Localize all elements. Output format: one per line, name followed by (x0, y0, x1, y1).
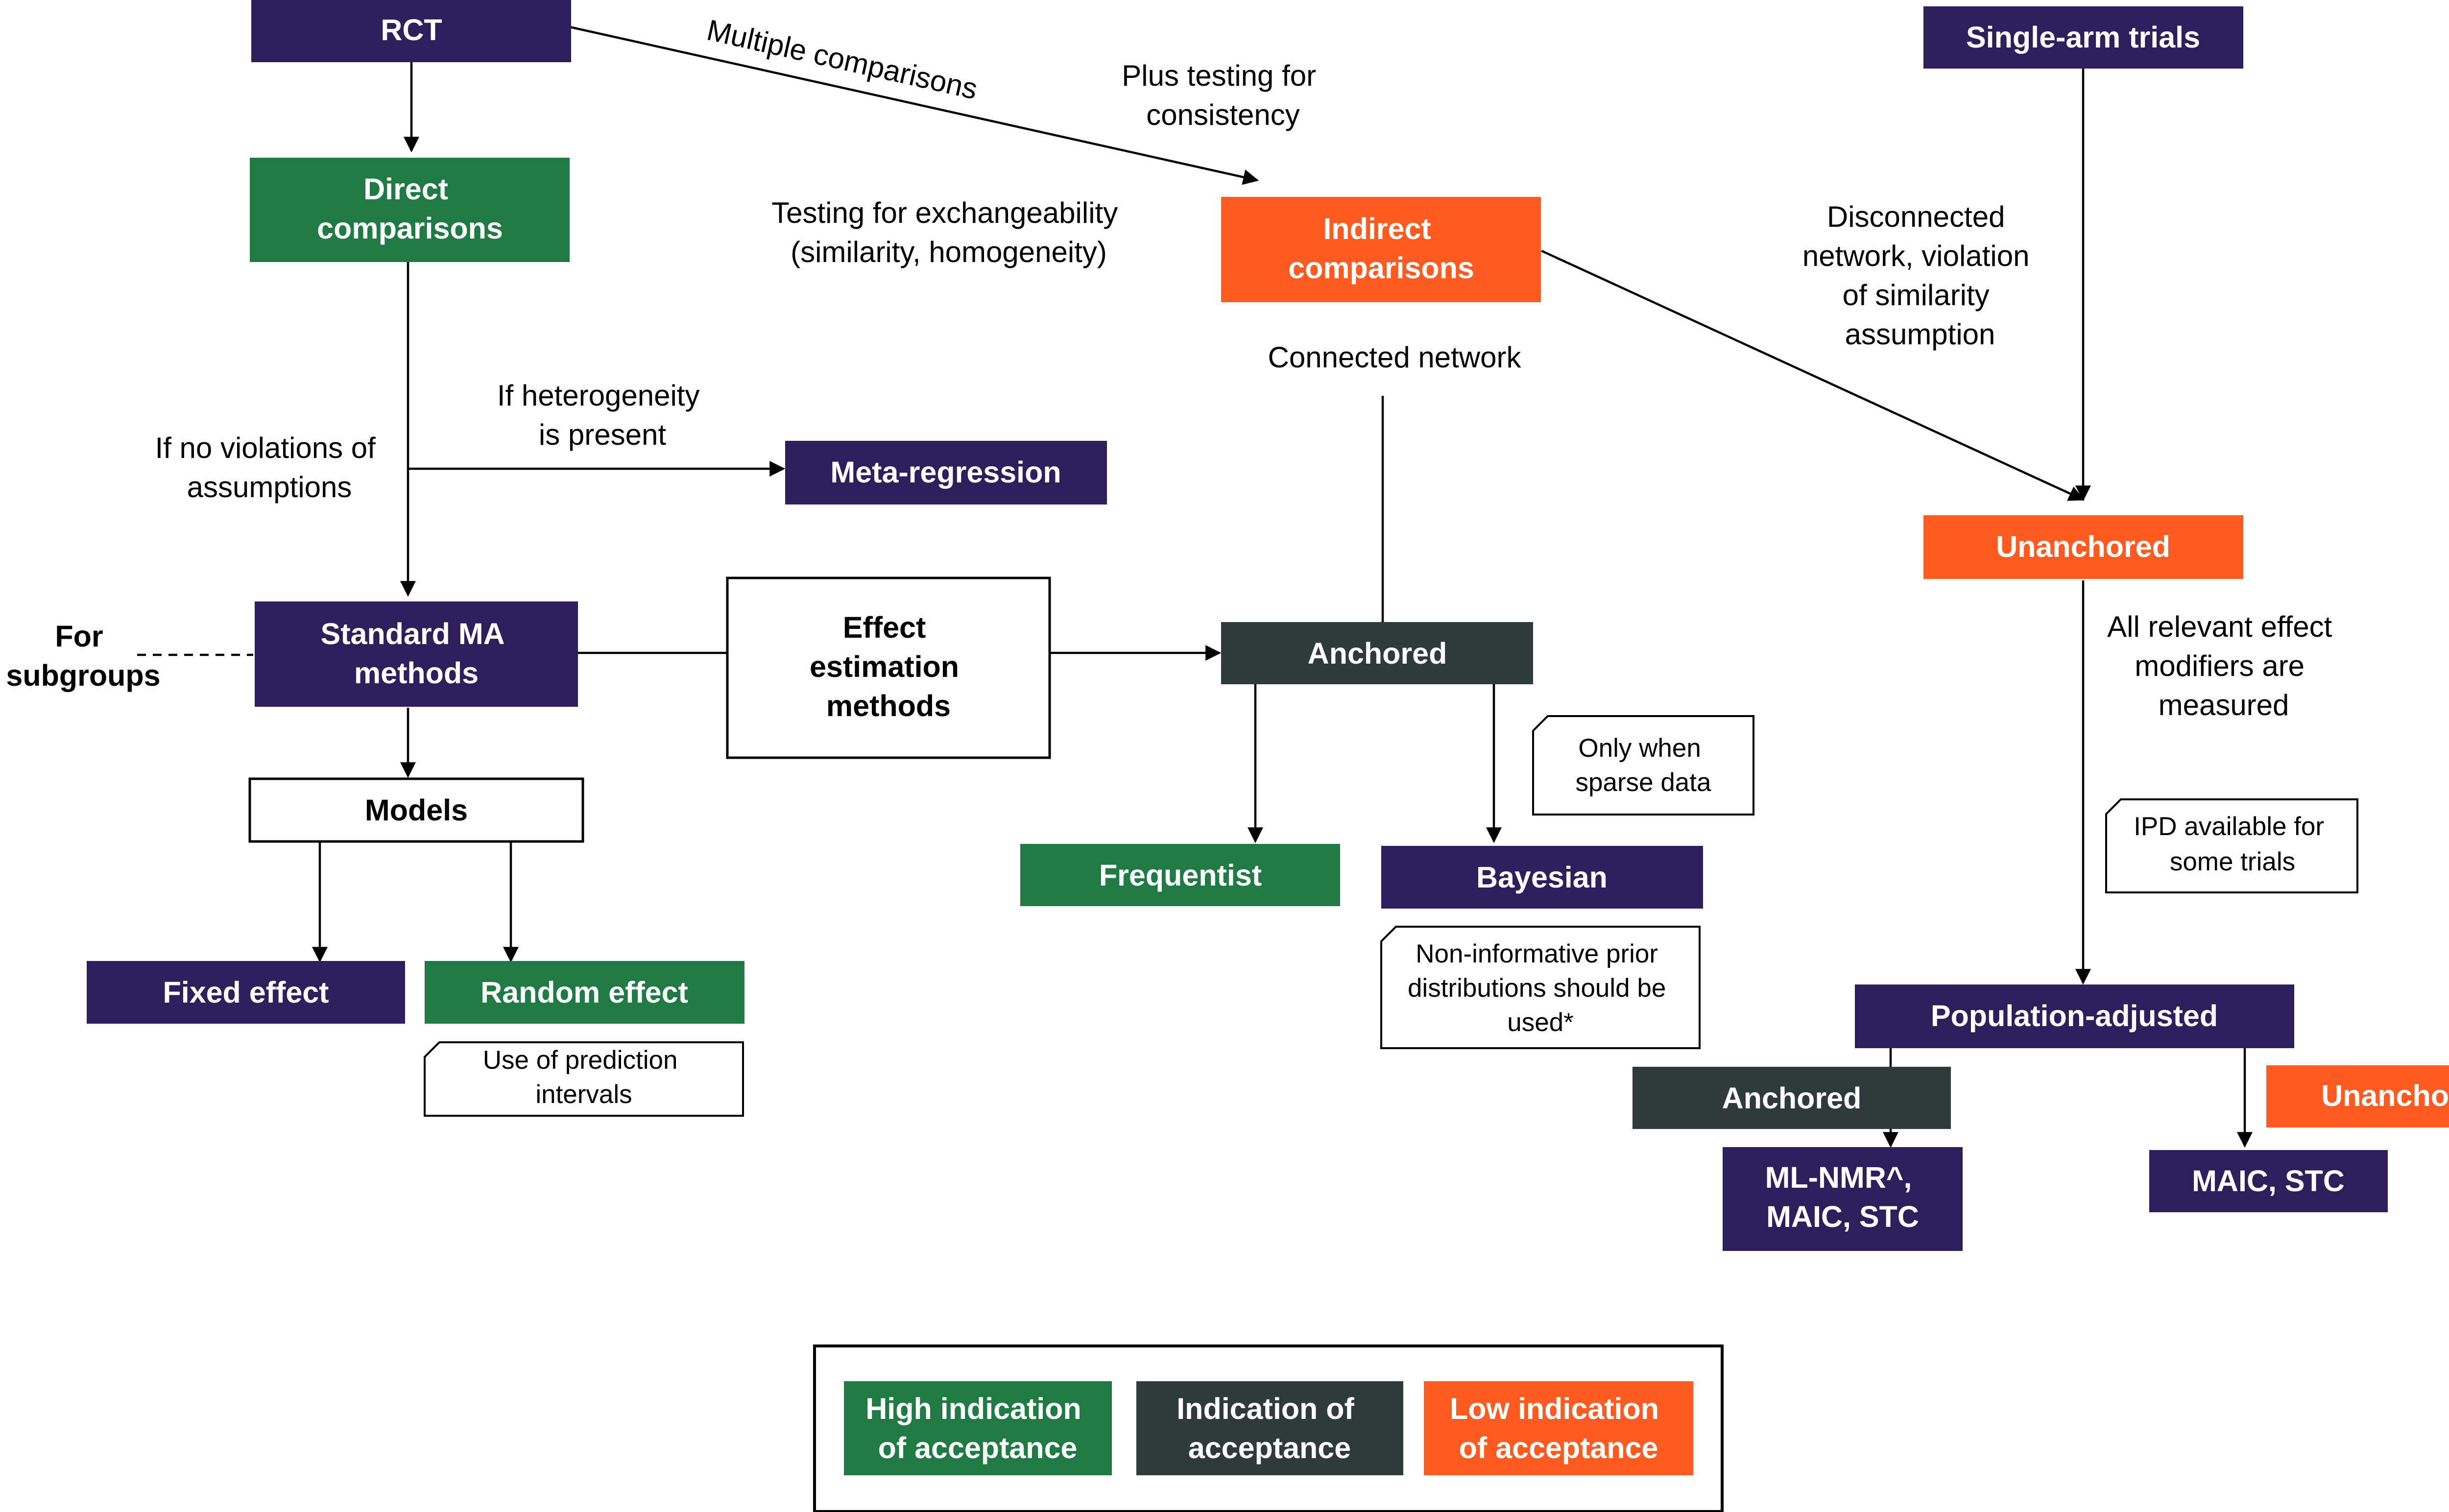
svg-text:Frequentist: Frequentist (1099, 859, 1262, 892)
label-disconnected-network: Disconnected network, violation of simil… (1802, 200, 2038, 351)
svg-text:Population-adjusted: Population-adjusted (1931, 999, 2218, 1032)
node-population-adjusted: Population-adjusted (1855, 984, 2294, 1048)
label-testing-exchangeability: Testing for exchangeability (similarity,… (771, 196, 1126, 268)
node-bayesian: Bayesian (1381, 846, 1703, 909)
edge-labels: Multiple comparisons Plus testing for co… (6, 13, 2340, 721)
label-for-subgroups: For subgroups (6, 620, 160, 692)
svg-text:MAIC, STC: MAIC, STC (2192, 1164, 2345, 1198)
label-connected-network: Connected network (1268, 341, 1522, 374)
note-ipd-available: IPD available for some trials (2105, 798, 2358, 893)
svg-text:Non-informative prior di: Non-informative prior distributions shou… (1408, 939, 1673, 1037)
edge-indirect-to-unanchored (1541, 249, 2085, 501)
node-unanchored-top: Unanchored (1923, 515, 2243, 579)
svg-text:Single-arm trials: Single-arm trials (1966, 21, 2200, 54)
legend-item-mid: Indication of acceptance (1136, 1381, 1403, 1475)
legend-item-high: High indication of acceptance (844, 1381, 1112, 1475)
svg-text:Only when sparse data: Only when sparse data (1576, 734, 1711, 797)
legend-item-low: Low indication of acceptance (1424, 1381, 1693, 1475)
node-anchored-small: Anchored (1633, 1067, 1951, 1129)
node-unanchored-small: Unanchored (2266, 1065, 2449, 1128)
svg-text:Random effect: Random effect (480, 976, 688, 1009)
node-maic-stc: MAIC, STC (2149, 1150, 2388, 1212)
node-anchored-mid: Anchored (1221, 622, 1533, 684)
label-all-relevant: All relevant effect modifiers are measur… (2107, 610, 2340, 721)
svg-text:Use of prediction interv: Use of prediction intervals (483, 1046, 685, 1109)
node-effect-estimation-methods: Effect estimation methods (726, 576, 1051, 759)
node-single-arm-trials: Single-arm trials (1923, 6, 2243, 69)
node-models: Models (248, 777, 584, 843)
svg-text:RCT: RCT (381, 13, 442, 47)
node-frequentist: Frequentist (1020, 844, 1340, 906)
edges (137, 25, 2253, 1148)
node-fixed-effect: Fixed effect (87, 961, 405, 1024)
svg-text:Fixed effect: Fixed effect (163, 976, 329, 1009)
svg-text:ML-NMR^, MAIC, STC: ML-NMR^, MAIC, STC (1765, 1161, 1921, 1233)
svg-text:Standard MA methods: Standard MA methods (321, 617, 512, 690)
label-multiple-comparisons: Multiple comparisons (704, 13, 981, 105)
svg-text:Unanchored: Unanchored (2321, 1079, 2449, 1112)
label-plus-testing: Plus testing for consistency (1122, 59, 1324, 131)
label-if-no-violations: If no violations of assumptions (155, 432, 384, 504)
node-direct-comparisons: Direct comparisons (250, 158, 570, 262)
svg-text:Effect estimation: Effect estimation methods (810, 611, 967, 722)
svg-text:Unanchored: Unanchored (1996, 530, 2170, 563)
svg-text:Bayesian: Bayesian (1476, 861, 1608, 894)
node-random-effect: Random effect (425, 961, 744, 1024)
svg-text:Anchored: Anchored (1722, 1081, 1862, 1115)
svg-text:Indication of acceptan: Indication of acceptance (1176, 1392, 1363, 1464)
node-standard-ma-methods: Standard MA methods (255, 601, 578, 707)
node-indirect-comparisons: Indirect comparisons (1221, 197, 1541, 302)
edge-rct-to-indirect (569, 25, 1259, 185)
svg-text:IPD available for some t: IPD available for some trials (2134, 812, 2331, 876)
svg-text:Models: Models (365, 793, 468, 827)
node-ml-nmr: ML-NMR^, MAIC, STC (1723, 1147, 1963, 1251)
note-non-informative-prior: Non-informative prior distributions shou… (1380, 926, 1701, 1049)
svg-text:High indication of acc: High indication of acceptance (865, 1392, 1089, 1464)
svg-text:Anchored: Anchored (1308, 637, 1447, 670)
note-only-when-sparse: Only when sparse data (1532, 715, 1754, 816)
node-meta-regression: Meta-regression (785, 441, 1107, 504)
note-prediction-intervals: Use of prediction intervals (424, 1041, 744, 1117)
node-rct: RCT (251, 0, 571, 62)
svg-text:Meta-regression: Meta-regression (830, 456, 1061, 489)
label-if-heterogeneity: If heterogeneity is present (497, 379, 708, 451)
svg-text:Direct comparisons: Direct comparisons (317, 172, 503, 245)
legend: High indication of acceptance Indication… (813, 1344, 1724, 1512)
svg-text:Indirect comparisons: Indirect comparisons (1288, 212, 1474, 285)
svg-text:Low indication of acce: Low indication of acceptance (1450, 1392, 1667, 1464)
